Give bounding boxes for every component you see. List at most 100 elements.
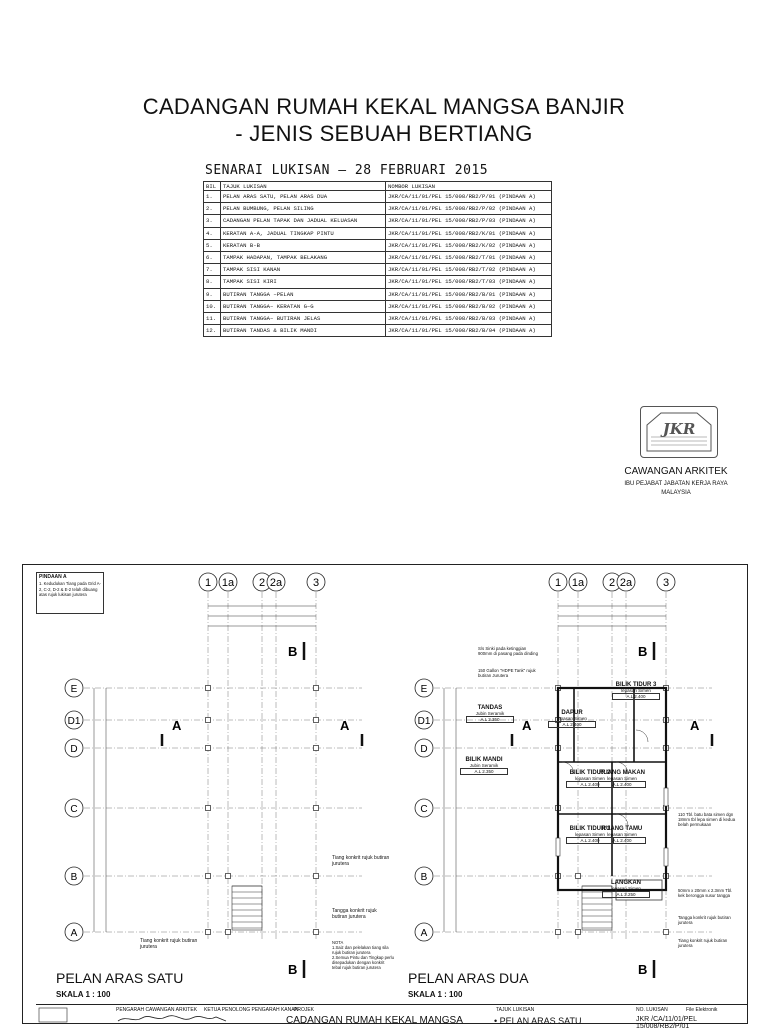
plan1-note-column-2: Tiang konkrit rujuk butiran jurutera <box>140 938 198 950</box>
table-cell-nombor: JKR/CA/11/01/PEL 15/008/RB2/P/03 (PINDAA… <box>385 214 552 228</box>
room-name: BILIK TIDUR 2 <box>569 770 611 776</box>
room-name: BILIK MANDI <box>465 757 503 763</box>
org-dept-line: IBU PEJABAT JABATAN KERJA RAYA <box>624 481 728 487</box>
plan1-nota: NOTA 1.Saiz dan pelelakan tiang sila ruj… <box>332 940 394 970</box>
window <box>663 847 669 867</box>
table-cell-tajuk: KERATAN A-A, JADUAL TINGKAP PINTU <box>220 226 386 240</box>
room-finish: lepasan Simen <box>621 688 651 693</box>
room-level: A.L 2.400 <box>548 721 596 728</box>
section-a-label: A <box>690 718 700 733</box>
column-post <box>225 873 231 879</box>
room-name: RUANG MAKAN <box>599 770 645 776</box>
table-cell-bil: 12. <box>203 324 221 338</box>
door-swing <box>635 729 649 743</box>
project-title-line1: CADANGAN RUMAH KEKAL MANGSA BANJIR <box>142 94 626 119</box>
grid-bubble <box>266 572 286 592</box>
nota-title: NOTA <box>332 940 344 945</box>
tb-drawing-no: JKR /CA/11/01/PEL 15/008/RB2/P/01 <box>636 1016 697 1030</box>
grid-bubble <box>306 572 326 592</box>
drawing-list-title: SENARAI LUKISAN – 28 FEBRUARI 2015 <box>205 163 489 178</box>
callout-handrail: 50mm x 20mm x 2.3mm Tbl. kek berongga su… <box>678 888 733 898</box>
plan2-label: PELAN ARAS DUA <box>408 970 529 986</box>
column-post <box>313 929 319 935</box>
plan1-scale: SKALA 1 : 100 <box>56 990 111 999</box>
room-name: BILIK TIDUR 3 <box>615 682 657 688</box>
grid-bubble <box>414 922 434 942</box>
section-a-label: A <box>172 718 182 733</box>
room-finish: Jubin Seramik <box>469 763 499 768</box>
drawing-list-table: BIL TAJUK LUKISAN NOMBOR LUKISAN 1.PELAN… <box>203 181 552 338</box>
room-name: LANGKAN <box>611 880 641 886</box>
column-post <box>205 745 211 751</box>
column-post <box>313 873 319 879</box>
table-cell-bil: 3. <box>203 214 221 228</box>
callout-tank: 150 Gallon "HDPE Tank" rujuk butiran Jur… <box>478 668 536 678</box>
grid-col-label: 2a <box>270 577 283 589</box>
room-level: A.L 2.350 <box>466 716 514 723</box>
grid-bubble <box>414 738 434 758</box>
section-b-label: B <box>638 644 647 659</box>
grid-row-label: D1 <box>68 716 81 727</box>
tb-drawing-title: • PELAN ARAS SATU <box>494 1016 582 1026</box>
table-row: 3.CADANGAN PELAN TAPAK DAN JADUAL KELUAS… <box>203 214 552 228</box>
header-nombor: NOMBOR LUKISAN <box>385 181 552 191</box>
org-name: CAWANGAN ARKITEK <box>624 466 728 477</box>
grid-bubble <box>414 798 434 818</box>
tb-kppk: KETUA PENOLONG PENGARAH KANAN <box>204 1007 299 1013</box>
table-cell-tajuk: BUTIRAN TANGGA– BUTIRAN JELAS <box>220 311 386 326</box>
column-post <box>313 805 319 811</box>
callout-wall: 110 Tbl. batu bata simen dgn 18mm tbl le… <box>678 812 736 827</box>
section-b-label: B <box>288 644 297 659</box>
grid-row-label: B <box>421 872 428 883</box>
tb-file-label: File Elektronik <box>686 1007 718 1013</box>
grid-bubble <box>64 922 84 942</box>
column-post <box>313 685 319 691</box>
header-bil: BIL <box>203 181 221 191</box>
table-cell-nombor: JKR/CA/11/01/PEL 15/008/RB2/B/01 (PINDAA… <box>385 287 552 301</box>
door-swing <box>615 761 629 775</box>
door-swing <box>561 761 575 775</box>
jkr-logo: JKR <box>640 406 718 458</box>
section-b-label: B <box>288 962 297 977</box>
table-cell-tajuk: PELAN ARAS SATU, PELAN ARAS DUA <box>220 189 386 204</box>
pindaan-note: 1. Kedudukan Tiang pada Grid A-2, C-2, D… <box>39 581 101 597</box>
table-cell-tajuk: TAMPAK SISI KIRI <box>220 275 386 289</box>
title-block: PENGARAH CAWANGAN ARKITEK KETUA PENOLONG… <box>36 1004 748 1030</box>
room-finish: lepasan Simen <box>575 776 605 781</box>
grid-bubble <box>64 866 84 886</box>
room-finish: lepasan Simen <box>557 716 587 721</box>
stair-outline <box>231 885 263 931</box>
tb-project-label: PROJEK <box>294 1007 315 1013</box>
callout-sink: S/s Sinki pada ketinggian 900mm di pasan… <box>478 646 538 656</box>
grid-col-label: 2 <box>259 577 265 589</box>
room-finish: lepasan Simen <box>607 832 637 837</box>
grid-bubble <box>616 572 636 592</box>
plan1-note-column: Tiang konkrit rujuk butiran jurutera <box>332 855 390 867</box>
grid-col-label: 1a <box>572 577 585 589</box>
table-cell-tajuk: BUTIRAN TANGGA –PELAN <box>220 287 386 301</box>
grid-col-label: 2a <box>620 577 633 589</box>
table-cell-bil: 10. <box>203 299 221 313</box>
room-name: RUANG TAMU <box>601 826 643 832</box>
grid-bubble <box>568 572 588 592</box>
tb-jkr-mini-logo <box>38 1007 68 1023</box>
table-cell-nombor: JKR/CA/11/01/PEL 15/008/RB2/T/01 (PINDAA… <box>385 250 552 265</box>
table-cell-bil: 5. <box>203 238 221 252</box>
jkr-logo-graphic: JKR <box>646 412 712 452</box>
nota-item: 1.Saiz dan pelelakan tiang sila rujuk bu… <box>332 945 389 955</box>
grid-col-label: 2 <box>609 577 615 589</box>
balcony <box>615 879 663 901</box>
grid-row-label: E <box>71 684 78 695</box>
